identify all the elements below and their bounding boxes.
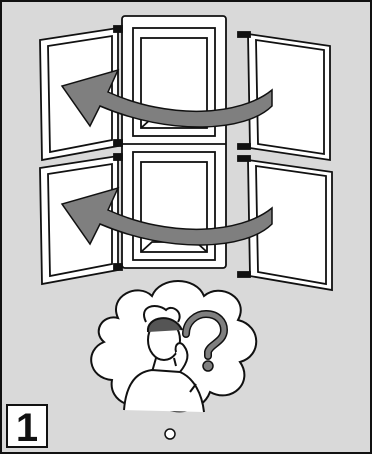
question-mark-icon <box>182 309 229 372</box>
thought-bubble-small <box>164 428 176 440</box>
step-number-badge: 1 <box>6 404 48 450</box>
thinking-person-icon <box>123 305 205 413</box>
curved-arrow-left-icon <box>60 68 273 128</box>
curved-arrow-left-icon <box>60 186 273 246</box>
right-upper-door <box>237 31 331 162</box>
fridge-cabinet <box>121 15 227 269</box>
